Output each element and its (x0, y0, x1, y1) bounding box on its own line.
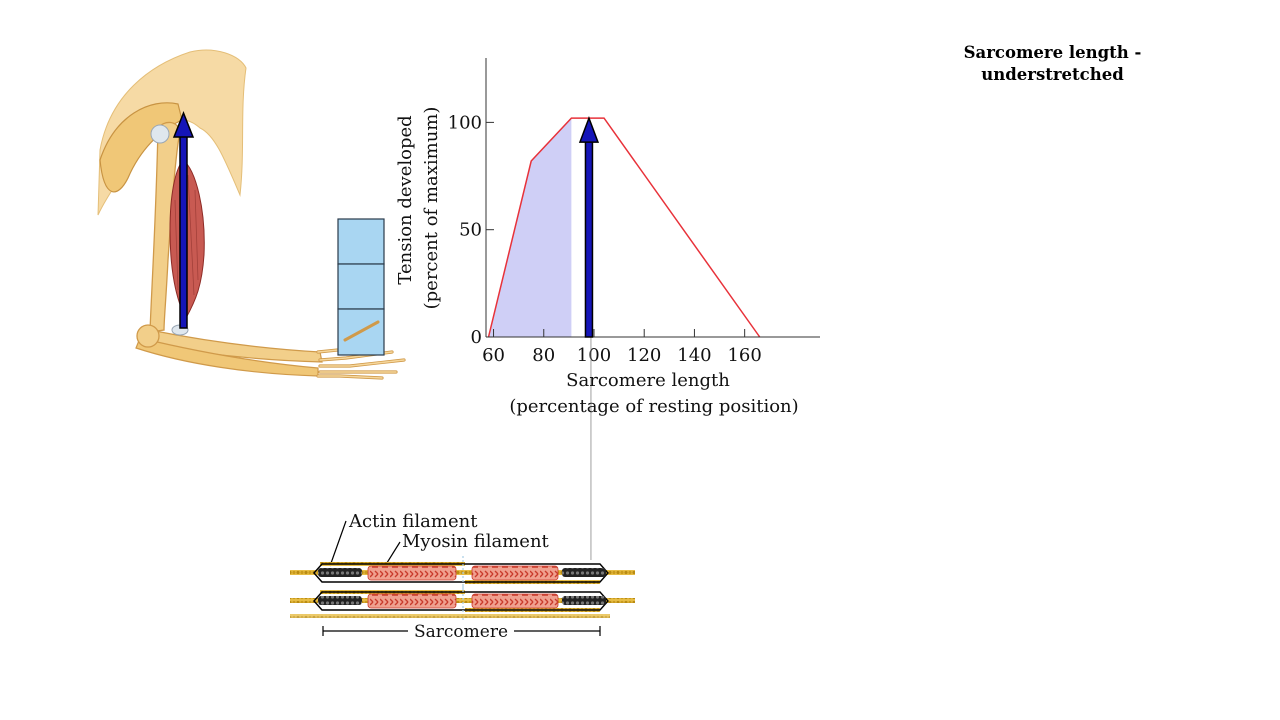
x-tick-label: 160 (727, 345, 761, 366)
tension-curve (487, 117, 761, 338)
x-tick-label: 80 (532, 345, 555, 366)
x-tick-label: 140 (677, 345, 711, 366)
actin-leader-line (329, 520, 347, 567)
sarcomere-dimension: Sarcomere (322, 622, 601, 642)
y-tick-label: 100 (448, 112, 482, 133)
weight-stack (337, 218, 385, 356)
elbow-joint (136, 324, 160, 348)
actin-filament-label: Actin filament (348, 511, 478, 532)
arm-illustration (97, 49, 406, 380)
current-length-arrow (578, 115, 600, 338)
x-axis-label-line-2: (percentage of resting position) (509, 396, 798, 417)
x-tick-label: 60 (482, 345, 505, 366)
title-line-2: understretched (981, 65, 1124, 84)
x-ticks: 60 80 100 120 140 160 (482, 329, 762, 366)
x-axis-label-line-1: Sarcomere length (566, 370, 730, 391)
shoulder-joint (150, 124, 170, 144)
slide-title: Sarcomere length - understretched (930, 42, 1175, 86)
x-tick-label: 120 (627, 345, 661, 366)
y-axis-label-line-1: Tension developed (395, 115, 416, 284)
title-line-1: Sarcomere length - (963, 43, 1142, 62)
x-tick-label: 100 (577, 345, 611, 366)
y-tick-label: 0 (471, 327, 482, 348)
myofibril-row-1 (290, 556, 635, 590)
sarcomere-diagram: Actin filament Myosin filament (290, 511, 635, 642)
y-ticks: 0 50 100 (448, 112, 494, 348)
y-tick-label: 50 (459, 220, 482, 241)
length-tension-chart: 60 80 100 120 140 160 0 50 100 Tension develope… (395, 58, 820, 560)
myofibril-row-2 (290, 586, 635, 620)
sarcomere-label: Sarcomere (414, 622, 508, 642)
myosin-filament-label: Myosin filament (402, 531, 550, 552)
y-axis-label-line-2: (percent of maximum) (421, 107, 442, 310)
shaded-region (488, 118, 572, 337)
arm-tension-arrow (172, 110, 195, 329)
